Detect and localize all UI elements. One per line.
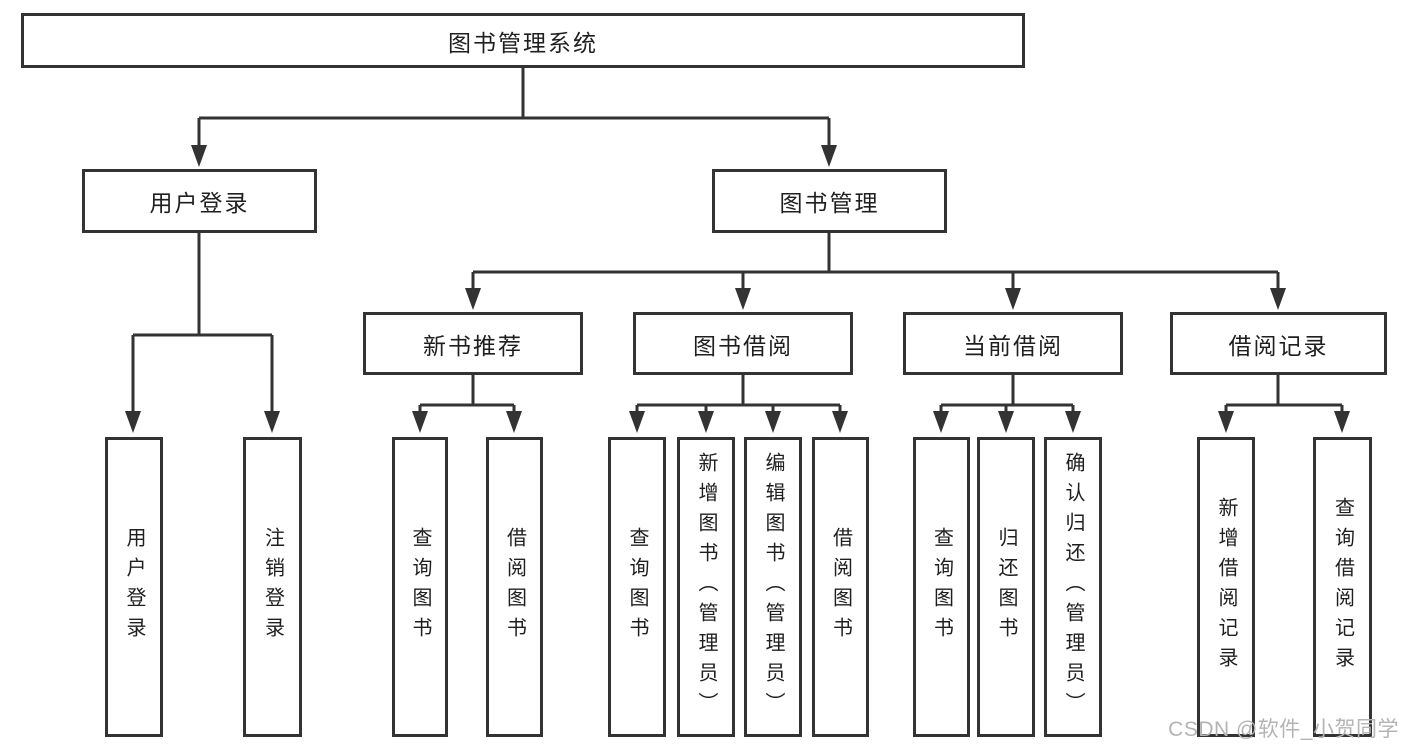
connector-root: [191, 68, 837, 167]
node-label: 图书管理系统: [448, 29, 598, 56]
leaf-label: 确认归还（管理员）: [1062, 452, 1084, 722]
node-label: 借阅记录: [1228, 332, 1329, 359]
node-book-borrow: 图书借阅: [633, 312, 853, 375]
node-user-login: 用户登录: [82, 169, 317, 233]
leaf-records-add: 新增借阅记录: [1197, 437, 1255, 737]
leaf-user-login: 用户登录: [105, 437, 163, 737]
leaf-label: 借阅图书: [829, 527, 852, 647]
node-root: 图书管理系统: [21, 13, 1025, 68]
leaf-logout: 注销登录: [243, 437, 302, 737]
leaf-label: 查询借阅记录: [1331, 497, 1354, 677]
leaf-borrow-query: 查询图书: [608, 437, 666, 737]
node-new-books: 新书推荐: [363, 312, 583, 375]
connector-book-management: [465, 233, 1286, 310]
node-current-borrow: 当前借阅: [903, 312, 1123, 375]
connector-borrow-records: [1218, 375, 1350, 433]
leaf-borrow-edit-admin: 编辑图书（管理员）: [744, 437, 802, 737]
leaf-current-confirm-admin: 确认归还（管理员）: [1044, 437, 1102, 737]
node-book-management: 图书管理: [712, 169, 947, 233]
leaf-label: 新增借阅记录: [1215, 497, 1237, 677]
leaf-label: 编辑图书（管理员）: [762, 452, 784, 722]
node-label: 新书推荐: [423, 332, 523, 359]
connector-new-books: [412, 375, 522, 433]
leaf-current-return: 归还图书: [977, 437, 1035, 737]
connector-book-borrow: [629, 375, 848, 433]
node-label: 图书借阅: [693, 332, 793, 359]
leaf-label: 查询图书: [930, 527, 953, 647]
node-borrow-records: 借阅记录: [1170, 312, 1387, 375]
leaf-label: 归还图书: [995, 527, 1017, 647]
leaf-new-books-borrow: 借阅图书: [486, 437, 543, 737]
connector-current-borrow: [933, 375, 1081, 433]
leaf-label: 注销登录: [261, 527, 284, 647]
watermark: CSDN @软件_小贺同学: [1168, 718, 1399, 741]
connector-user-login: [125, 233, 280, 433]
leaf-records-query: 查询借阅记录: [1313, 437, 1372, 737]
leaf-borrow-add-admin: 新增图书（管理员）: [677, 437, 735, 737]
leaf-label: 查询图书: [409, 527, 431, 647]
node-label: 当前借阅: [963, 332, 1063, 359]
leaf-label: 新增图书（管理员）: [695, 452, 717, 722]
leaf-label: 用户登录: [123, 527, 145, 647]
leaf-label: 查询图书: [626, 527, 648, 647]
leaf-label: 借阅图书: [503, 527, 526, 647]
node-label: 图书管理: [779, 190, 880, 216]
leaf-current-query: 查询图书: [913, 437, 970, 737]
leaf-new-books-query: 查询图书: [392, 437, 448, 737]
leaf-borrow-borrow: 借阅图书: [812, 437, 869, 737]
node-label: 用户登录: [149, 190, 250, 216]
